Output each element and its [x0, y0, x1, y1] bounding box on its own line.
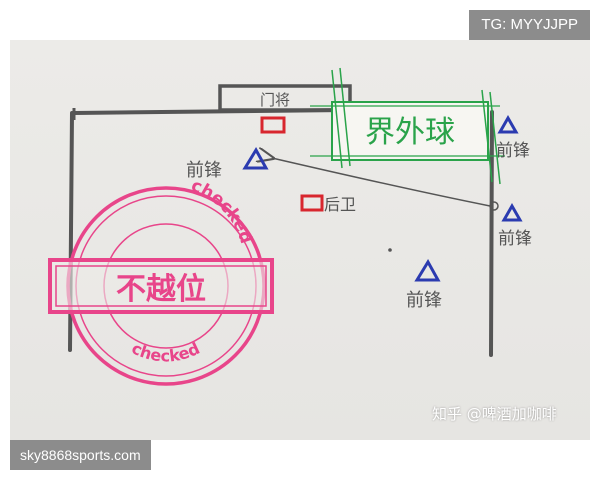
forward-label: 前锋 [406, 290, 442, 311]
checked-stamp: checked checked checked 不越位 [10, 40, 274, 386]
telegram-tag: TG: MYYJJPP [469, 10, 590, 40]
goalkeeper-label: 门将 [260, 91, 290, 109]
out-of-bounds-label: 界外球 [365, 115, 455, 150]
stamp-text-bottom: checked [129, 338, 203, 365]
forward-marker: 前锋 [496, 114, 530, 161]
ink-dot [388, 248, 392, 252]
defender-marker: 后卫 [300, 194, 356, 214]
stamp-text-top: checked [10, 40, 88, 45]
goalkeeper-marker: 门将 [260, 91, 290, 134]
pass-arrow [272, 158, 499, 211]
verdict-label: 不越位 [116, 272, 206, 307]
forward-label: 前锋 [496, 141, 530, 161]
forward-marker: 前锋 [186, 147, 269, 181]
forward-marker: 前锋 [498, 202, 532, 249]
right-line [489, 110, 494, 357]
forward-marker: 前锋 [406, 259, 442, 311]
stamp-text-top-2: checked [188, 176, 256, 247]
photo: 界外球 门将 后卫 前锋 前锋 前锋 [10, 40, 590, 440]
offside-diagram: 界外球 门将 后卫 前锋 前锋 前锋 [10, 40, 532, 386]
goal-box [218, 84, 352, 112]
out-of-bounds-box: 界外球 [310, 67, 505, 185]
forward-label: 前锋 [498, 229, 532, 249]
author-credit: 知乎 @啤酒加咖啡 [432, 405, 557, 423]
site-watermark: sky8868sports.com [10, 440, 151, 470]
defender-label: 后卫 [324, 195, 356, 214]
forward-label: 前锋 [186, 160, 222, 181]
